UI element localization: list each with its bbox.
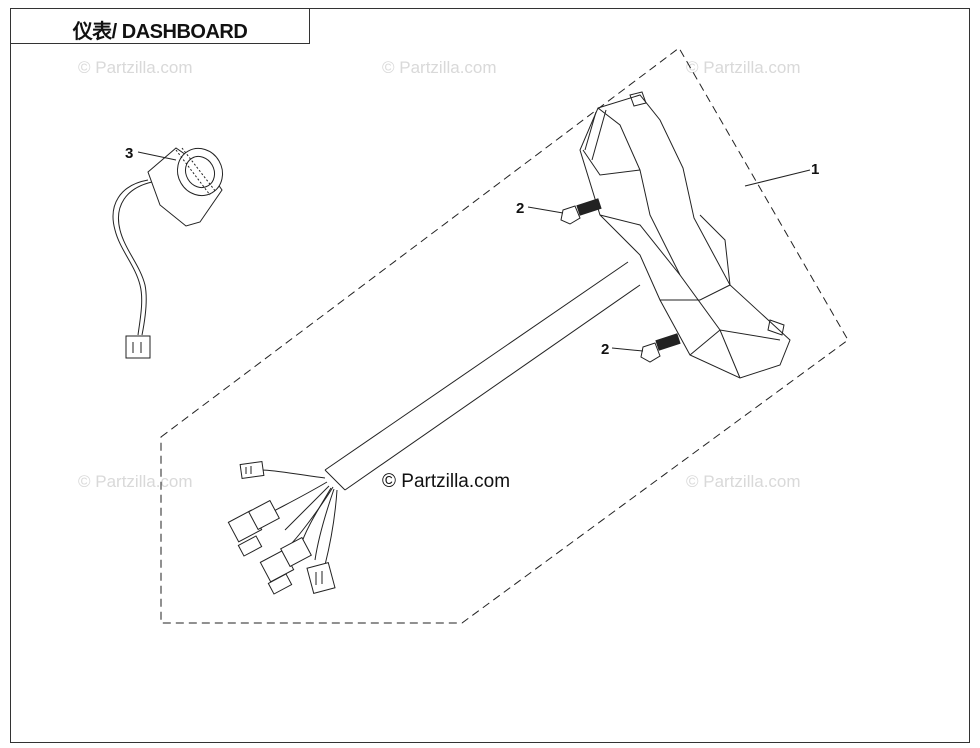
callout-1: 1 bbox=[811, 161, 819, 178]
dashboard-cluster-part bbox=[579, 91, 791, 379]
screw-lower-part bbox=[640, 333, 681, 363]
wiring-harness bbox=[261, 261, 641, 566]
watermark-mid-right: © Partzilla.com bbox=[686, 472, 801, 491]
callout-2-upper: 2 bbox=[516, 200, 524, 217]
assembly-boundary-dashed bbox=[160, 47, 849, 624]
title-box: 仪表/ DASHBOARD bbox=[10, 8, 310, 44]
page-title: 仪表/ DASHBOARD bbox=[72, 21, 248, 43]
watermark-mid-left: © Partzilla.com bbox=[78, 472, 193, 491]
indicator-light-part bbox=[112, 147, 224, 359]
harness-connector-small-top bbox=[239, 460, 265, 480]
watermark-center: © Partzilla.com bbox=[382, 471, 510, 492]
callout-3: 3 bbox=[125, 145, 133, 162]
watermark-top-right: © Partzilla.com bbox=[686, 58, 801, 77]
harness-connector-large-a bbox=[227, 499, 280, 557]
harness-connector-large-b bbox=[259, 536, 312, 595]
callout-2-lower: 2 bbox=[601, 341, 609, 358]
diagram-frame bbox=[10, 8, 970, 743]
leader-lines bbox=[137, 151, 811, 352]
watermark-top-center: © Partzilla.com bbox=[382, 58, 497, 77]
harness-connector-small-bottom bbox=[306, 561, 336, 595]
watermark-top-left: © Partzilla.com bbox=[78, 58, 193, 77]
screw-upper-part bbox=[560, 198, 602, 225]
